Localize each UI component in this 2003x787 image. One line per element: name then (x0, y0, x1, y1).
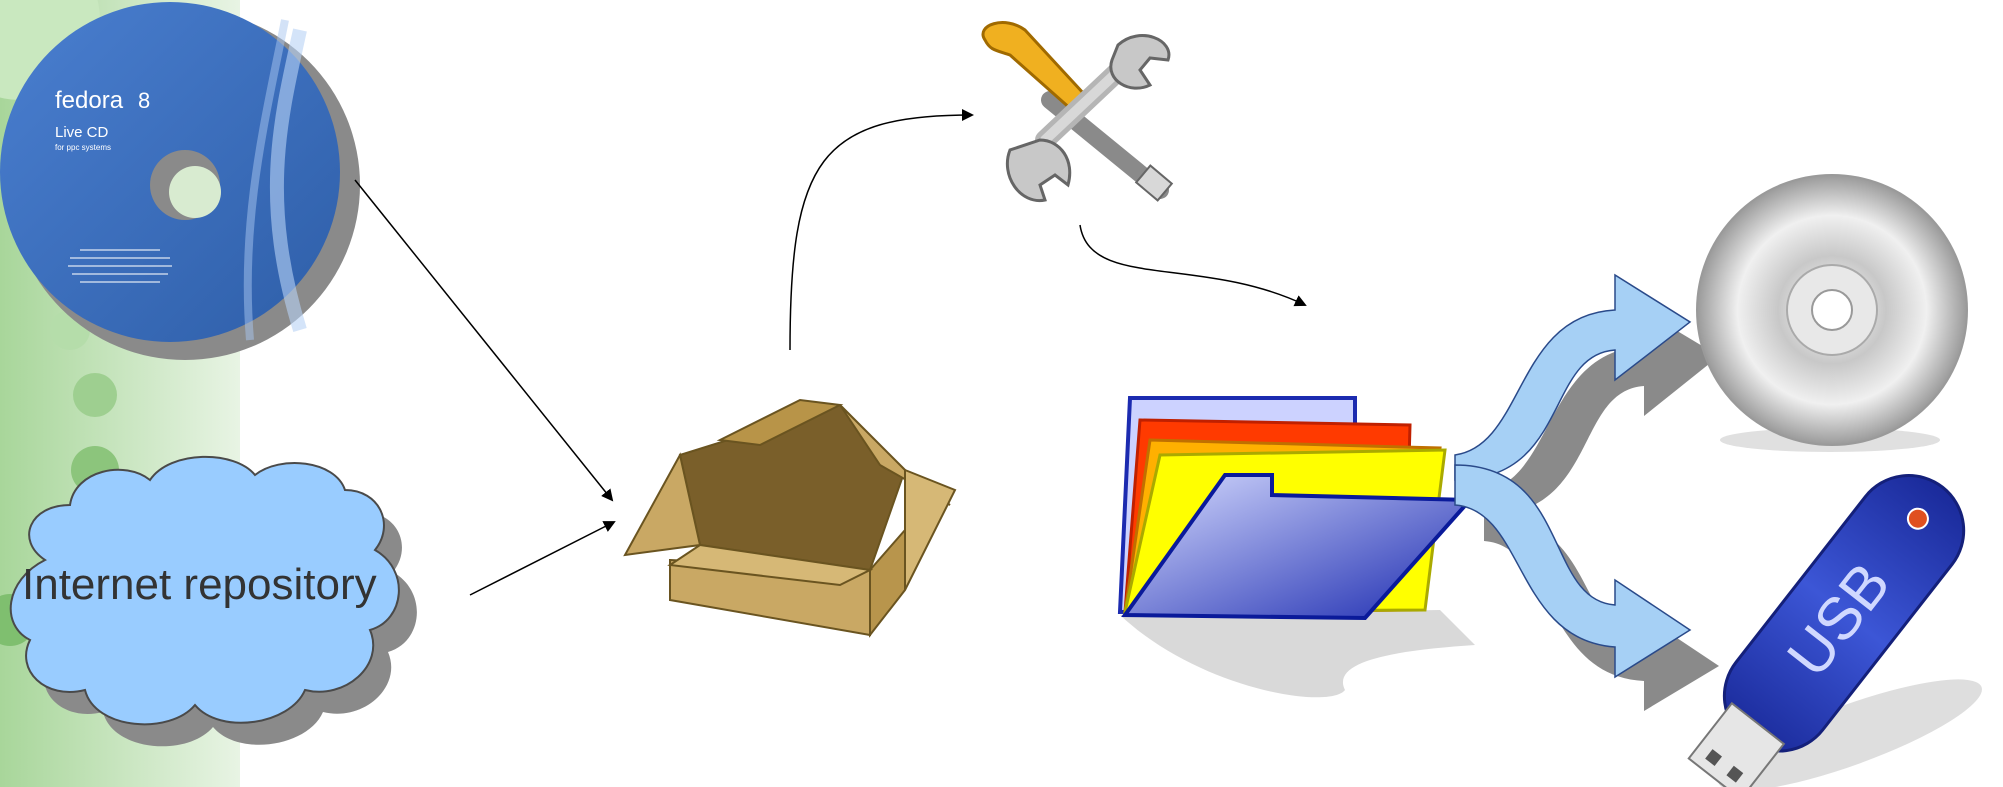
fedora-title: Live CD (55, 124, 109, 141)
fedora-subtitle: for ppc systems (55, 143, 111, 152)
screwdriver-wrench-icon (981, 21, 1174, 202)
usb-stick-icon: USB (1687, 474, 1982, 787)
cloud-to-box-arrow (469, 521, 616, 596)
cd-to-box-arrow (354, 179, 614, 502)
tools-to-folder-arrow (1079, 224, 1307, 307)
fedora-live-cd: fedora 8 Live CD for ppc systems (0, 2, 360, 360)
split-arrows (1454, 273, 1719, 711)
connector-lines (354, 109, 1307, 596)
blank-cd-icon (1696, 174, 1968, 452)
box-to-tools-arrow (789, 109, 974, 351)
cardboard-box-icon (623, 398, 957, 638)
folder-icon (1117, 396, 1475, 698)
fedora-version: 8 (138, 88, 150, 113)
internet-repository-label: Internet repository (22, 560, 377, 609)
fedora-brand: fedora (55, 87, 124, 114)
internet-repository-cloud (9, 455, 417, 747)
